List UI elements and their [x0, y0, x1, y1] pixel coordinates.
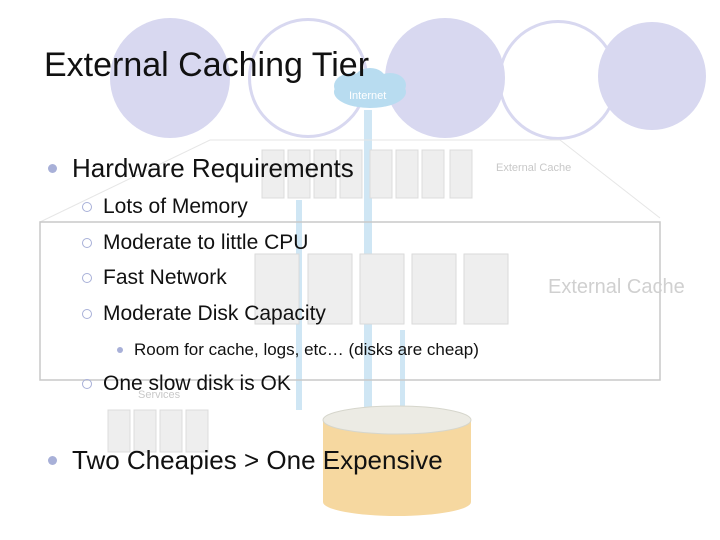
bullet-small-dot-icon	[117, 347, 123, 353]
server-rack-top	[261, 149, 473, 199]
internet-label: Internet	[349, 90, 386, 102]
database-icon	[322, 405, 472, 516]
bullet-two-cheapies: Two Cheapies > One Expensive	[72, 445, 443, 475]
slide-title: External Caching Tier	[44, 46, 370, 84]
external-cache-small-label: External Cache	[496, 162, 571, 174]
sub-bullet-memory: Lots of Memory	[103, 195, 248, 218]
cloud-icon	[334, 68, 406, 108]
sub-bullet-network: Fast Network	[103, 266, 227, 289]
sub-bullet-cpu: Moderate to little CPU	[103, 231, 309, 254]
external-cache-small-text: External Cache	[496, 162, 571, 174]
bullet-hardware-requirements: Hardware Requirements	[72, 153, 354, 183]
decor-circle	[110, 18, 230, 138]
server-rack-middle	[254, 253, 509, 325]
bullet-ring-icon	[82, 379, 92, 389]
sub-bullet-slow-disk: One slow disk is OK	[103, 372, 291, 395]
bullet-dot-icon	[48, 456, 57, 465]
decor-circle	[385, 18, 505, 138]
link-line	[400, 330, 405, 420]
sub-sub-bullet-cache: Room for cache, logs, etc… (disks are ch…	[134, 340, 479, 359]
cache-tier-outline	[39, 139, 661, 223]
bullet-ring-icon	[82, 273, 92, 283]
services-label: Services	[138, 389, 181, 401]
server-rack-bottom	[107, 409, 209, 453]
decor-circle	[598, 22, 706, 130]
external-cache-large-label: External Cache	[548, 276, 685, 298]
bullet-dot-icon	[48, 164, 57, 173]
sub-bullet-disk: Moderate Disk Capacity	[103, 302, 326, 325]
bullet-ring-icon	[82, 309, 92, 319]
external-cache-large-text: External Cache	[548, 276, 685, 298]
bullet-ring-icon	[82, 238, 92, 248]
bullet-ring-icon	[82, 202, 92, 212]
cache-tier-box	[39, 221, 661, 381]
